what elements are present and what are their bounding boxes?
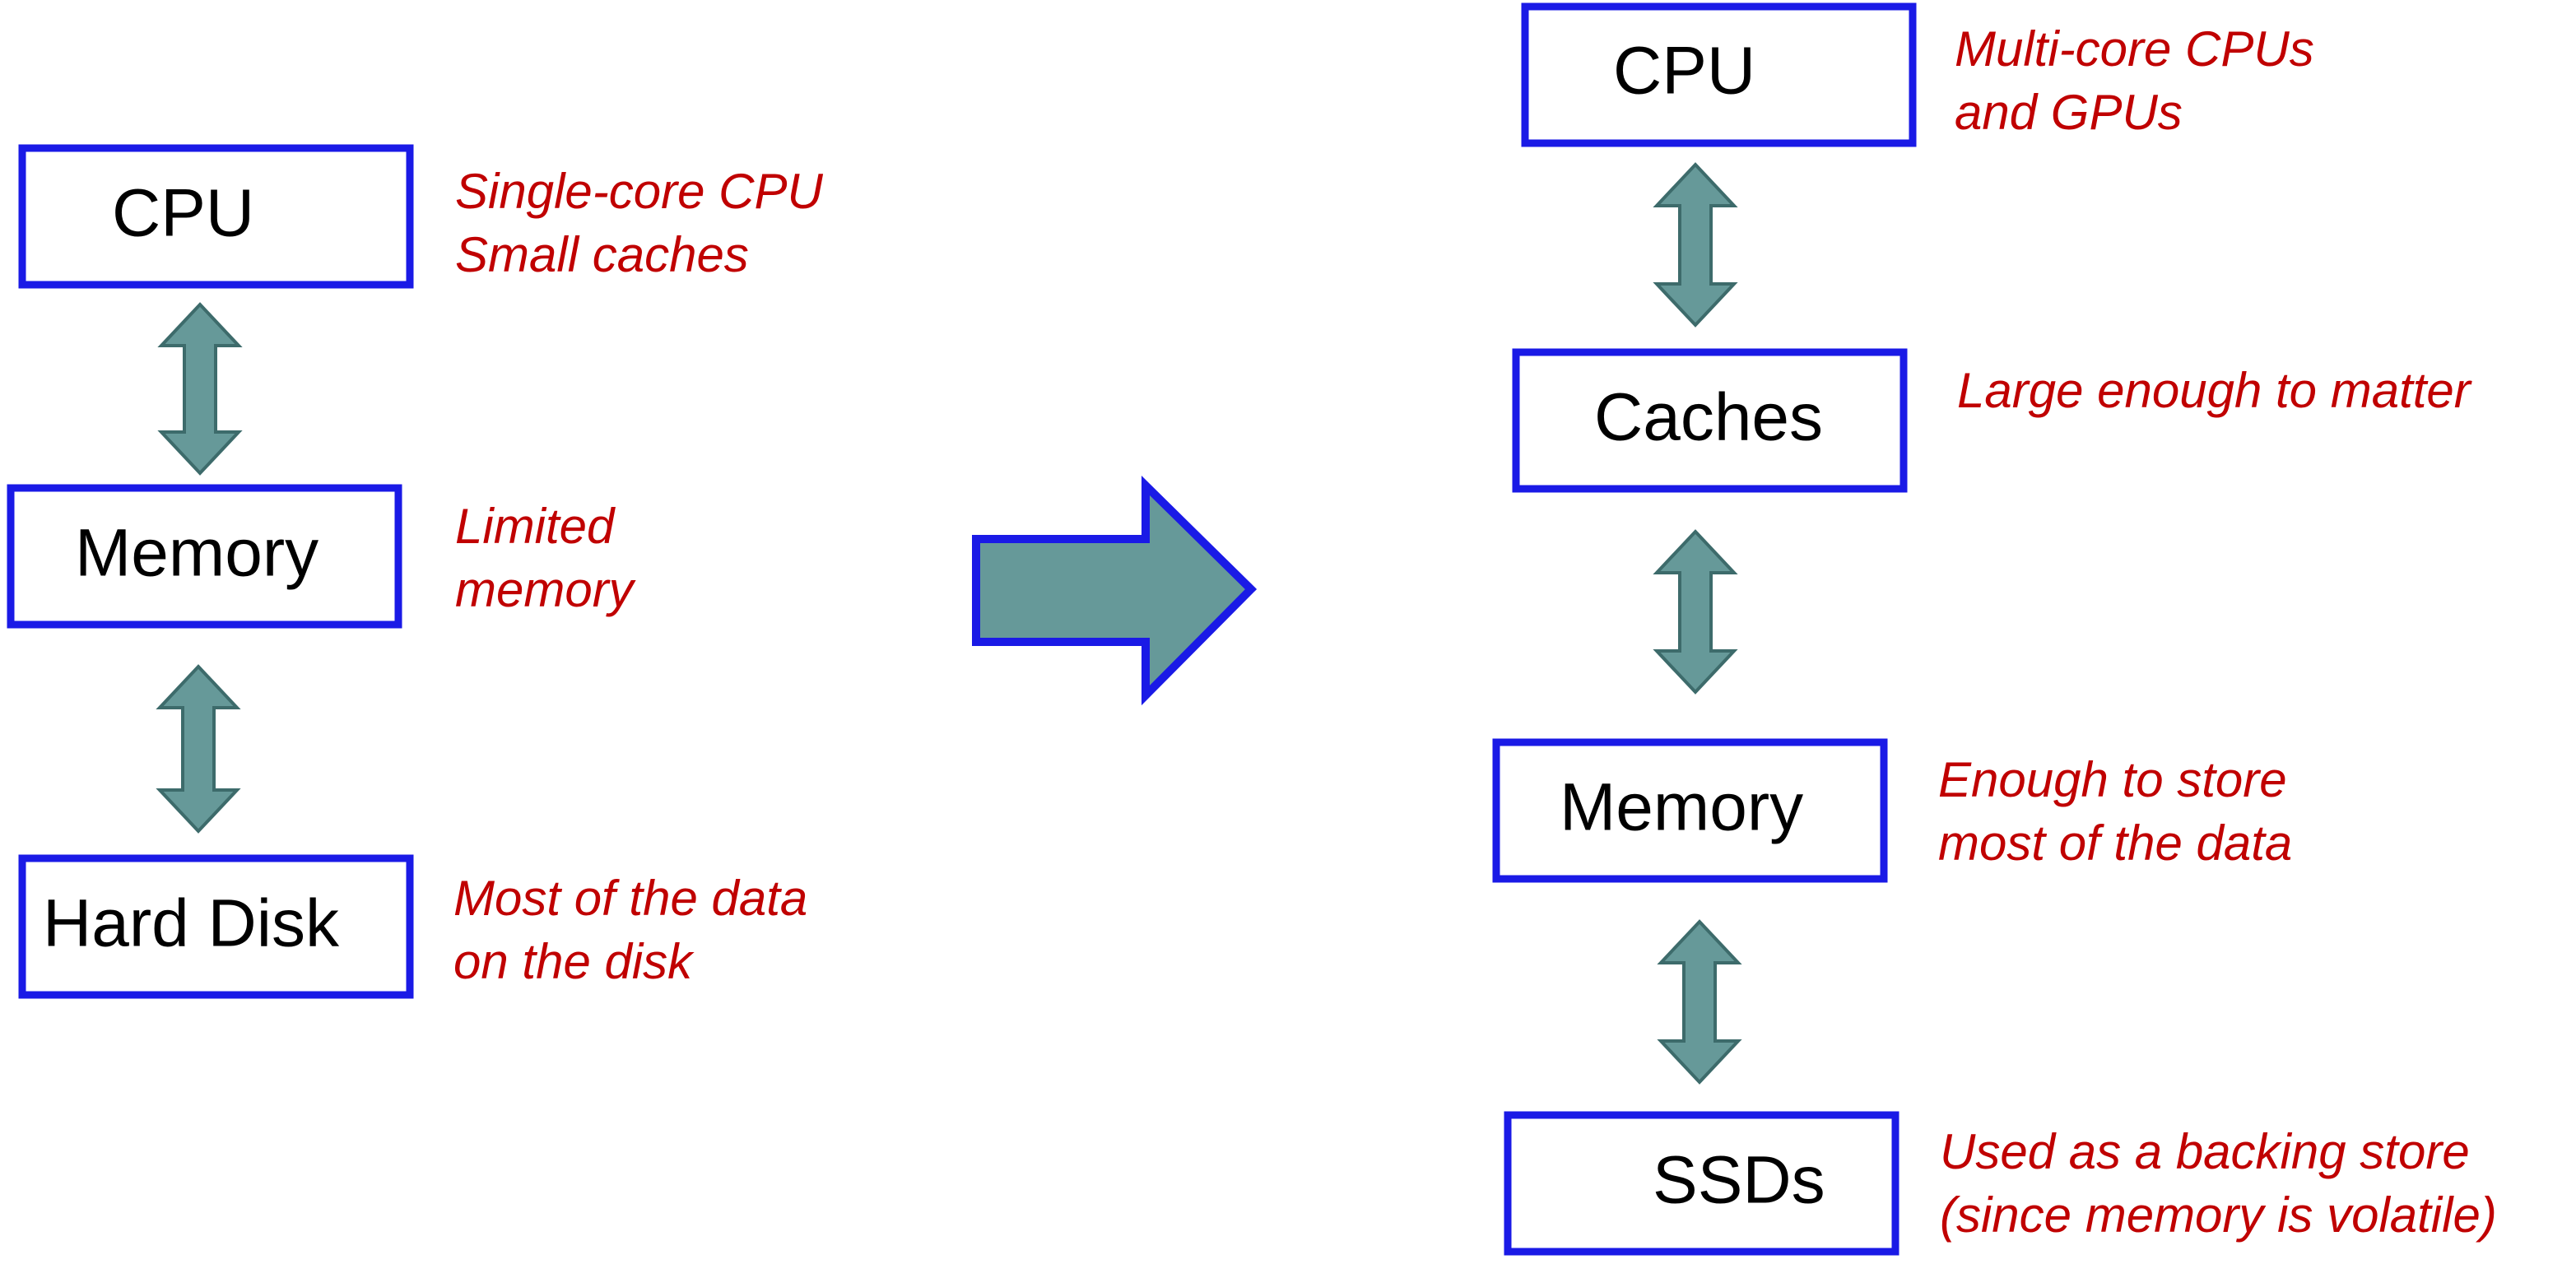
- after-caches-box: [1512, 348, 1908, 493]
- before-disk-box: [18, 854, 414, 999]
- before-cpu-label: CPU: [112, 176, 254, 251]
- after-cpu-caches-arrow: [1653, 162, 1738, 328]
- after-memory-note-line2: most of the data: [1938, 816, 2292, 871]
- after-memory-note-line1: Enough to store: [1938, 752, 2287, 807]
- after-caches-label: Caches: [1594, 380, 1823, 455]
- after-ssds-note-line1: Used as a backing store: [1940, 1124, 2470, 1179]
- after-cpu-note-line2: and GPUs: [1955, 85, 2183, 140]
- after-ssds-box: [1504, 1111, 1899, 1256]
- after-memory-label: Memory: [1560, 770, 1803, 845]
- after-cpu-box: [1521, 2, 1917, 147]
- before-memory-label: Memory: [75, 516, 319, 591]
- after-cpu-node: CPU: [1521, 2, 1917, 147]
- before-memory-box: [7, 484, 402, 629]
- after-caches-memory-arrow: [1653, 529, 1738, 695]
- before-memory-note-line1: Limited: [455, 499, 616, 554]
- before-memory-disk-arrow: [156, 664, 241, 834]
- after-memory-node: Memory: [1492, 738, 1888, 883]
- after-caches-node: Caches: [1512, 348, 1908, 493]
- before-disk-note-line1: Most of the data: [453, 871, 807, 926]
- after-memory-ssds-arrow: [1657, 919, 1742, 1085]
- before-cpu-box: [18, 144, 414, 289]
- transition-arrow: [972, 476, 1258, 706]
- before-memory-node: Memory: [7, 484, 402, 629]
- before-cpu-memory-arrow: [157, 302, 243, 476]
- after-memory-box: [1492, 738, 1888, 883]
- after-ssds-note-line2: (since memory is volatile): [1940, 1187, 2497, 1243]
- before-disk-node: Hard Disk: [18, 854, 414, 999]
- before-cpu-node: CPU: [18, 144, 414, 289]
- before-disk-label: Hard Disk: [43, 886, 340, 961]
- before-cpu-note-line2: Small caches: [455, 227, 749, 282]
- after-ssds-node: SSDs: [1504, 1111, 1899, 1256]
- before-disk-note-line2: on the disk: [453, 934, 695, 989]
- after-ssds-label: SSDs: [1653, 1143, 1825, 1218]
- after-cpu-note-line1: Multi-core CPUs: [1955, 21, 2314, 77]
- before-memory-note-line2: memory: [455, 562, 637, 617]
- before-cpu-note-line1: Single-core CPU: [455, 164, 824, 219]
- after-cpu-label: CPU: [1613, 34, 1755, 109]
- after-caches-note-line1: Large enough to matter: [1957, 363, 2472, 418]
